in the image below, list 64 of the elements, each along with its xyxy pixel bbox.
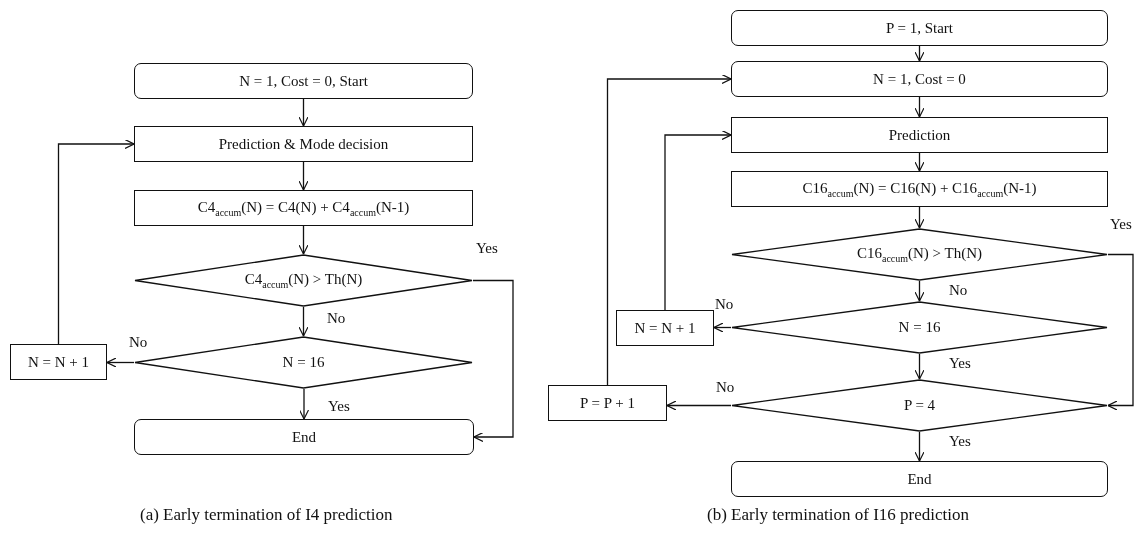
edge-label: No — [128, 334, 149, 350]
node-text: C4$_{accum}$(N) = C4(N) + C4$_{accum}$(N-1) — [197, 198, 410, 218]
process-box — [731, 117, 1108, 153]
figure-caption: (b) Early termination of I16 prediction — [707, 505, 969, 525]
edge-label: Yes — [475, 240, 499, 256]
terminal-box — [731, 10, 1108, 46]
arrow — [472, 279, 514, 443]
edge-label: No — [948, 282, 969, 298]
edge-label: Yes — [948, 433, 972, 449]
process-box — [10, 344, 107, 380]
terminal-box — [134, 419, 474, 455]
arrow — [914, 45, 925, 62]
node-text: N = N + 1 — [27, 353, 90, 371]
node-text: P = P + 1 — [580, 394, 635, 412]
arrow — [713, 322, 732, 333]
arrow — [914, 96, 925, 118]
arrow — [914, 353, 925, 380]
terminal-box — [731, 461, 1108, 497]
edge-label: No — [715, 379, 736, 395]
arrow — [298, 161, 309, 191]
node-text: End — [907, 470, 932, 488]
node-text: N = N + 1 — [634, 319, 696, 337]
terminal-box — [134, 63, 473, 99]
node-text: P = 1, Start — [885, 19, 954, 37]
edge-label: No — [714, 296, 735, 312]
edge-label: Yes — [1109, 216, 1133, 232]
process-box — [134, 126, 473, 162]
arrow — [664, 129, 732, 311]
decision-diamond — [731, 228, 1108, 281]
arrow — [914, 280, 925, 302]
node-text: N = 1, Cost = 0 — [873, 70, 966, 88]
node-text: End — [291, 428, 317, 446]
arrow — [298, 98, 309, 127]
node-text: C16$_{accum}$(N) = C16(N) + C16$_{accum}$(N-1) — [802, 179, 1037, 199]
node-text: N = 1, Cost = 0, Start — [239, 72, 368, 90]
edge-label: No — [326, 310, 347, 326]
arrow — [606, 73, 732, 386]
arrow — [298, 306, 309, 337]
process-box — [548, 385, 667, 421]
arrow — [298, 225, 309, 255]
arrow — [914, 206, 925, 229]
process-box — [616, 310, 714, 346]
process-box — [134, 190, 473, 226]
edge-label: Yes — [948, 355, 972, 371]
node-text: N = 16 — [282, 354, 325, 371]
arrow — [298, 388, 310, 420]
arrow — [57, 138, 135, 345]
arrow — [914, 152, 925, 172]
arrow — [666, 400, 732, 411]
decision-diamond — [134, 254, 473, 307]
node-text: C16$_{accum}$(N) > Th(N) — [856, 245, 983, 264]
arrow — [106, 357, 135, 368]
node-text: C4$_{accum}$(N) > Th(N) — [244, 271, 363, 290]
arrow — [914, 431, 925, 462]
edge-label: Yes — [327, 398, 351, 414]
decision-diamond — [731, 301, 1108, 354]
figure-caption: (a) Early termination of I4 prediction — [140, 505, 393, 525]
node-text: N = 16 — [898, 319, 941, 336]
arrow — [1107, 253, 1134, 411]
node-text: Prediction & Mode decision — [218, 135, 389, 153]
node-text: Prediction — [888, 126, 951, 144]
process-box — [731, 171, 1108, 207]
node-text: P = 4 — [903, 397, 936, 414]
terminal-box — [731, 61, 1108, 97]
